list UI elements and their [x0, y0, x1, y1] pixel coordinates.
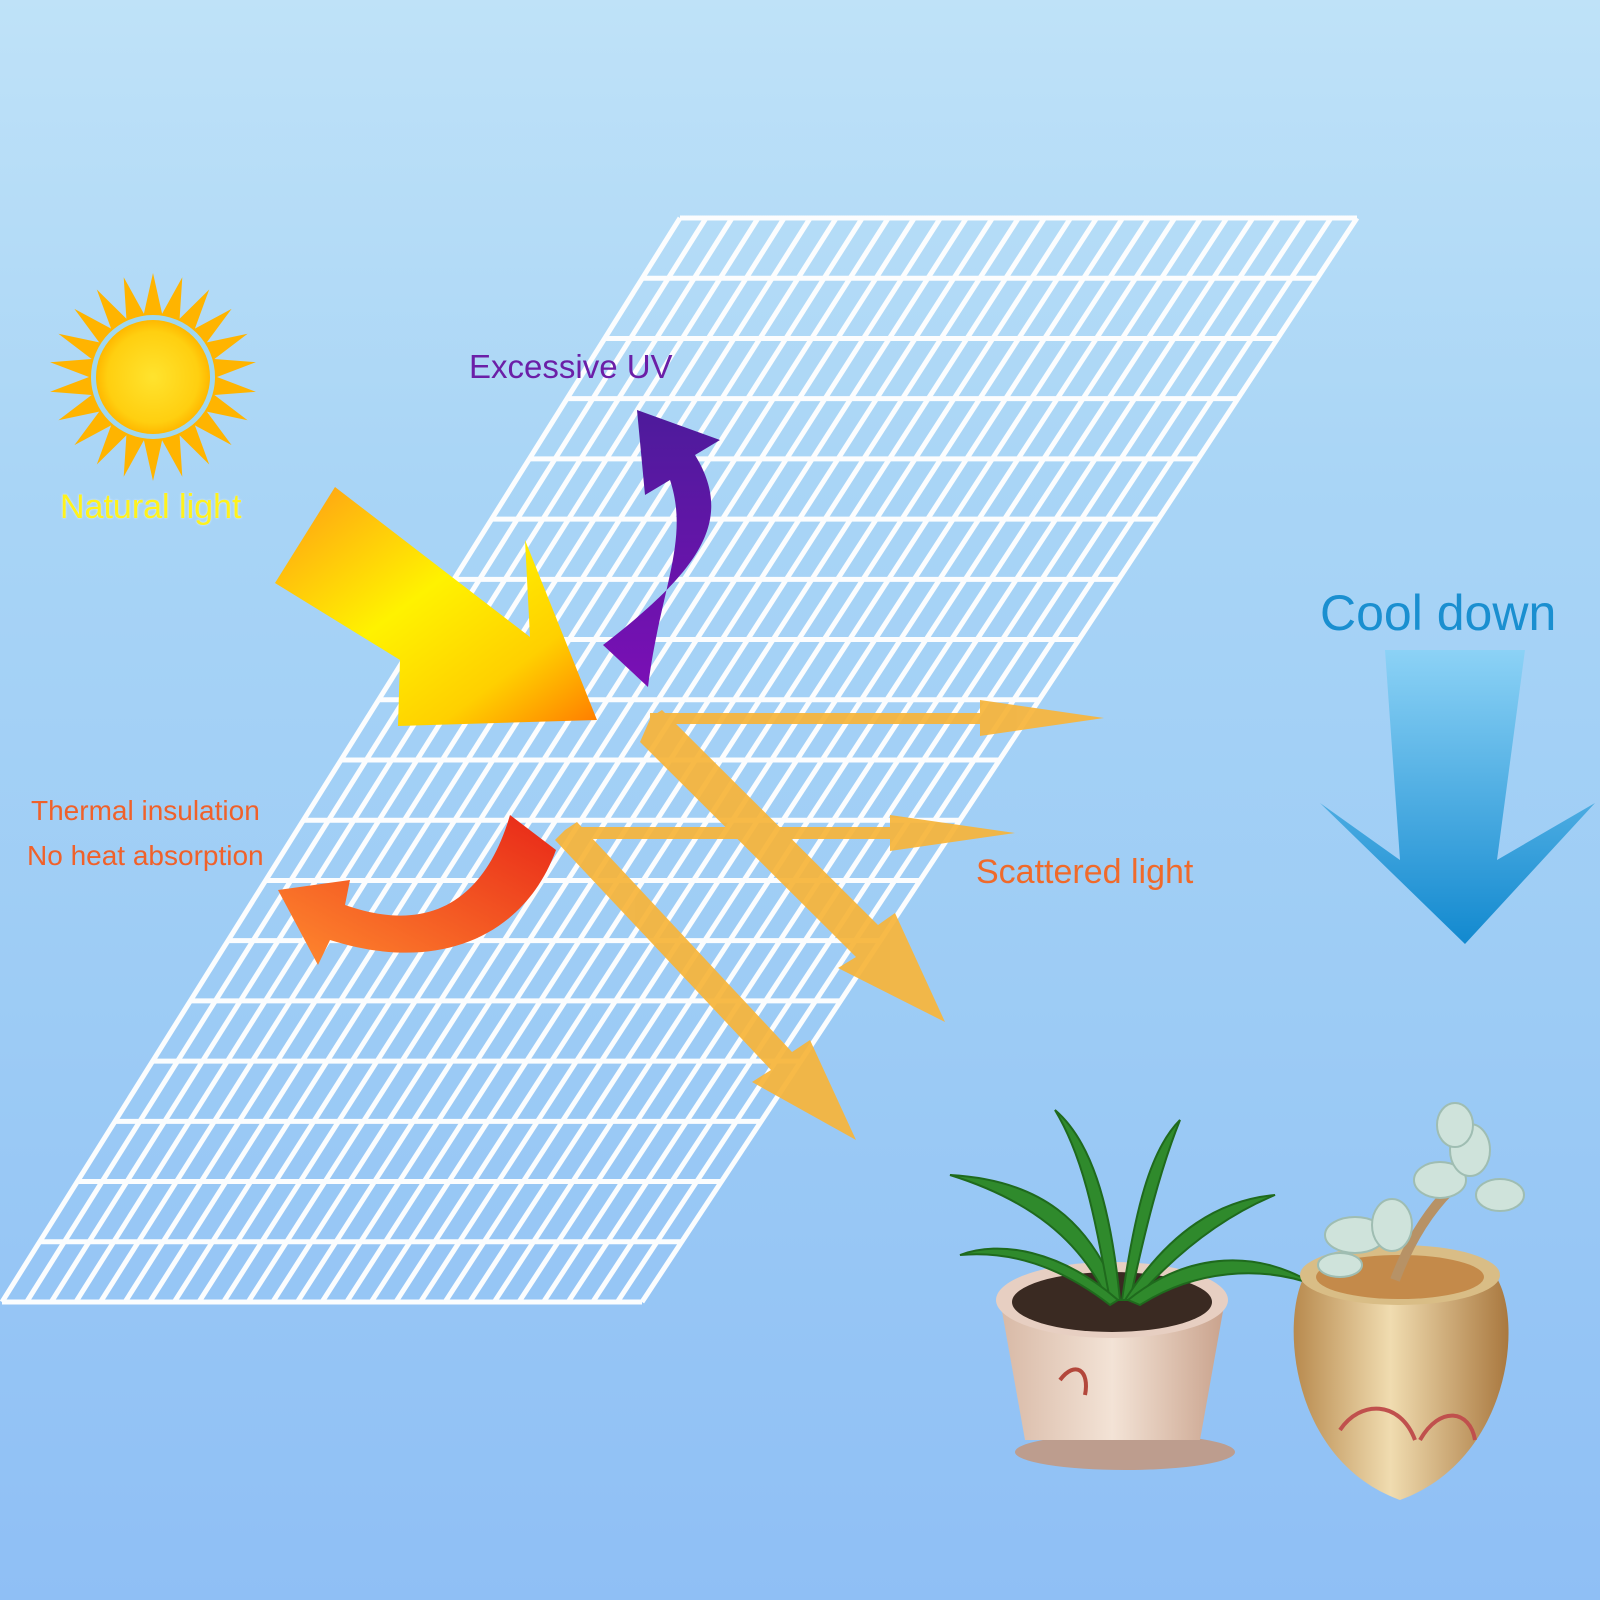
scattered-light-label: Scattered light	[976, 853, 1194, 891]
mesh-line-diagonal	[49, 216, 735, 1304]
mesh-line-diagonal	[541, 216, 1255, 1304]
sun-icon	[50, 273, 256, 481]
mesh-line-diagonal	[639, 216, 1360, 1304]
heat-reflect-arrow	[278, 815, 556, 965]
mesh-line-diagonal	[147, 216, 839, 1304]
mesh-line-diagonal	[369, 216, 1073, 1304]
shade-net-grid	[0, 215, 1360, 1305]
mesh-line-diagonal	[393, 216, 1099, 1304]
mesh-line-diagonal	[492, 216, 1203, 1304]
mesh-line-diagonal	[221, 216, 917, 1304]
mesh-line-diagonal	[246, 216, 943, 1304]
clivia-pot	[949, 1109, 1316, 1470]
mesh-line-diagonal	[467, 216, 1177, 1304]
succulent-pot	[1293, 1102, 1525, 1500]
mesh-line-diagonal	[295, 216, 995, 1304]
mesh-line-diagonal	[24, 216, 709, 1304]
cool-down-arrow	[1320, 650, 1595, 944]
mesh-line-diagonal	[122, 216, 813, 1304]
scattered-light-arrows	[555, 700, 1104, 1140]
mesh-line-diagonal	[270, 216, 969, 1304]
no-heat-absorption-label: No heat absorption	[27, 840, 264, 871]
mesh-line-diagonal	[442, 216, 1151, 1304]
mesh-line-diagonal	[196, 216, 891, 1304]
mesh-line-diagonal	[566, 216, 1281, 1304]
mesh-line-diagonal	[590, 216, 1308, 1304]
thermal-insulation-label: Thermal insulation	[31, 795, 260, 826]
mesh-line-diagonal	[418, 216, 1125, 1304]
mesh-line-diagonal	[615, 216, 1334, 1304]
excessive-uv-label: Excessive UV	[469, 348, 673, 385]
potted-plants	[949, 1102, 1525, 1500]
mesh-line-diagonal	[516, 216, 1229, 1304]
mesh-line-diagonal	[98, 216, 787, 1304]
mesh-line-diagonal	[0, 216, 683, 1304]
mesh-line-diagonal	[172, 216, 865, 1304]
natural-light-label: Natural light	[60, 488, 242, 526]
mesh-line-diagonal	[73, 216, 761, 1304]
natural-light-arrow	[275, 487, 597, 726]
cool-down-label: Cool down	[1320, 585, 1557, 641]
uv-reflect-arrow	[603, 410, 720, 687]
